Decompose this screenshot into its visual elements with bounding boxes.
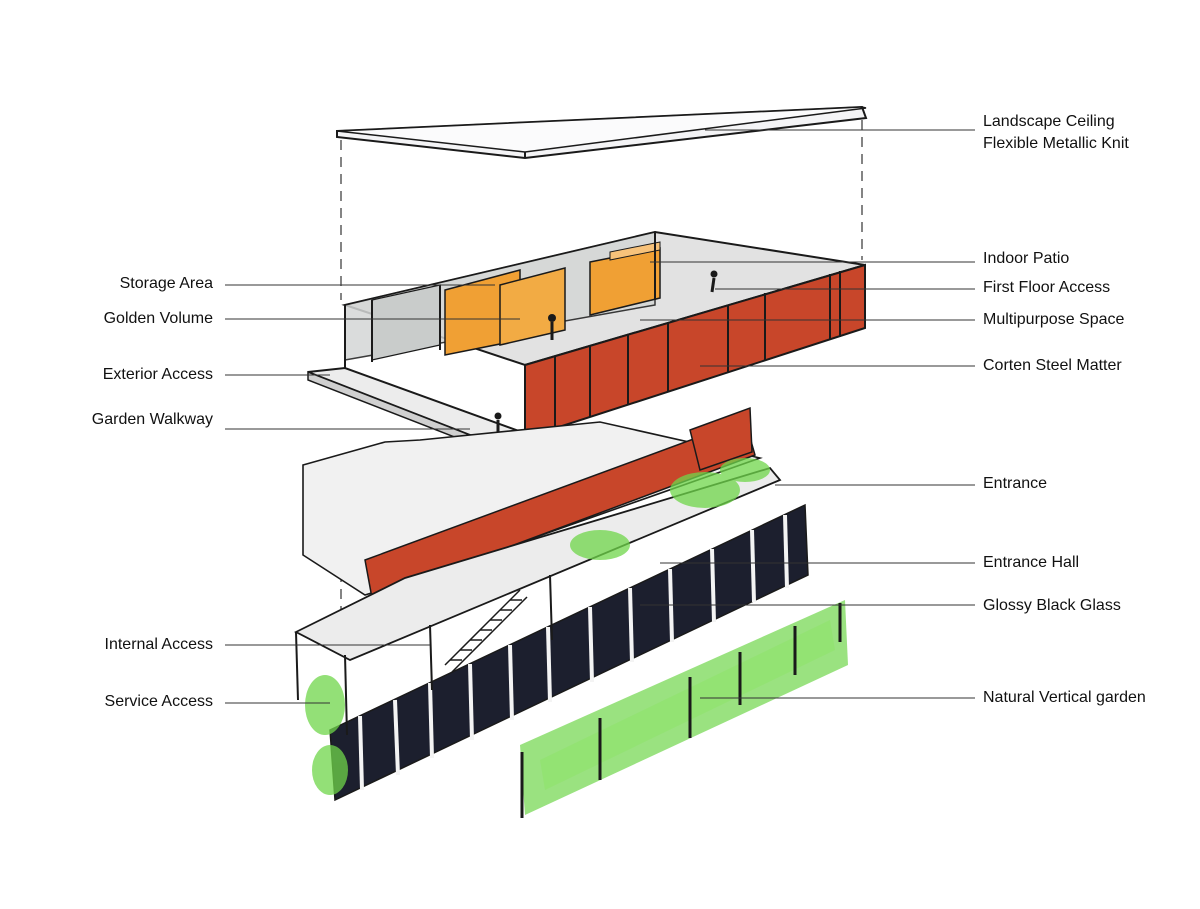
label-corten-steel-matter: Corten Steel Matter — [983, 357, 1122, 374]
label-multipurpose-space: Multipurpose Space — [983, 311, 1125, 328]
label-first-floor-access: First Floor Access — [983, 279, 1111, 296]
label-glossy-black-glass: Glossy Black Glass — [983, 597, 1121, 614]
label-golden-volume: Golden Volume — [103, 310, 213, 327]
label-indoor-patio: Indoor Patio — [983, 250, 1070, 267]
label-landscape-ceiling: Landscape Ceiling Flexible Metallic Knit — [983, 111, 1129, 155]
label-service-access: Service Access — [104, 693, 213, 710]
label-landscape-ceiling-line1: Landscape Ceiling — [983, 113, 1115, 130]
label-internal-access: Internal Access — [104, 636, 214, 653]
ground-floor-volume — [294, 406, 809, 802]
label-storage-area: Storage Area — [119, 275, 213, 292]
label-exterior-access: Exterior Access — [102, 366, 213, 383]
ceiling-slab — [336, 105, 868, 160]
label-landscape-ceiling-line2: Flexible Metallic Knit — [983, 135, 1129, 152]
first-floor-volume — [307, 230, 866, 480]
label-entrance: Entrance — [983, 475, 1048, 492]
vertical-garden-strip — [520, 600, 848, 818]
label-garden-walkway: Garden Walkway — [91, 411, 213, 428]
leader-lines — [225, 129, 975, 704]
label-entrance-hall: Entrance Hall — [983, 554, 1080, 571]
label-natural-vertical-garden: Natural Vertical garden — [983, 689, 1146, 706]
